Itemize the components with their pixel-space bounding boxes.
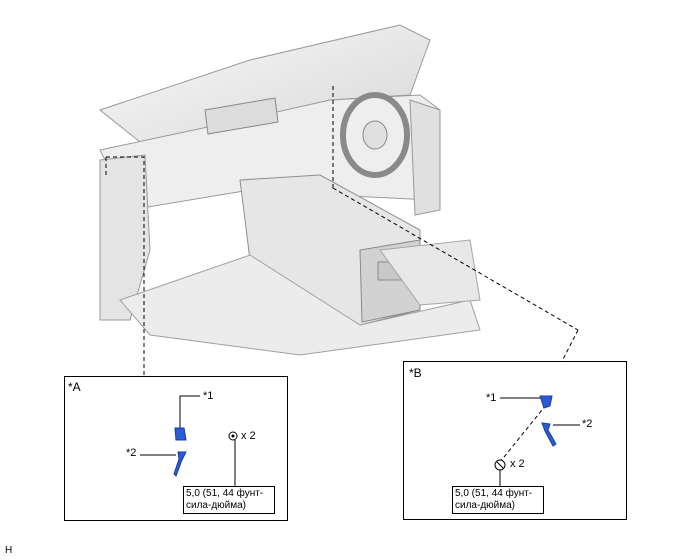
panel-b-label: *B bbox=[409, 366, 422, 380]
panel-a-callout-1: *1 bbox=[203, 390, 214, 402]
leader-line-b-upper bbox=[332, 187, 579, 331]
torque-spec-line-2: сила-дюйма) bbox=[455, 500, 515, 511]
illustration-code: H bbox=[5, 545, 13, 556]
torque-spec-line-1: 5,0 (51, 44 фунт- bbox=[186, 488, 264, 499]
torque-spec-line-2: сила-дюйма) bbox=[186, 500, 246, 511]
torque-spec-line-1: 5,0 (51, 44 фунт- bbox=[455, 488, 533, 499]
panel-b-callout-2: *2 bbox=[582, 418, 593, 430]
panel-a-label: *A bbox=[68, 380, 81, 394]
panel-b-callout-1: *1 bbox=[486, 392, 497, 404]
panel-a-quantity: x 2 bbox=[241, 430, 256, 442]
panel-a-callout-2: *2 bbox=[126, 447, 137, 459]
panel-a-torque-spec: 5,0 (51, 44 фунт- сила-дюйма) bbox=[183, 486, 275, 514]
panel-b-quantity: x 2 bbox=[510, 458, 525, 470]
panel-b-torque-spec: 5,0 (51, 44 фунт- сила-дюйма) bbox=[452, 486, 544, 514]
